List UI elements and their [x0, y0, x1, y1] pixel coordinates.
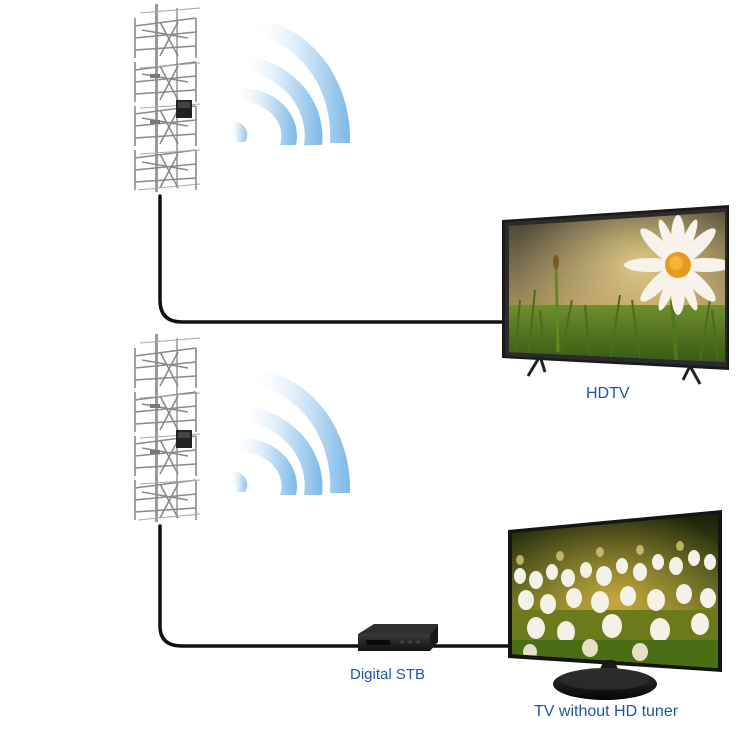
coax-cable [158, 524, 362, 648]
antenna-icon [134, 333, 201, 523]
tv-icon [508, 510, 722, 700]
signal-waves-icon [229, 19, 351, 145]
tv-without-hd-tuner-label: TV without HD tuner [534, 703, 679, 720]
antenna-icon [134, 3, 201, 193]
set-top-box-icon [358, 624, 438, 651]
signal-waves-icon [229, 369, 351, 495]
hdtv-label: HDTV [586, 385, 630, 402]
coax-cable [158, 194, 508, 324]
digital-stb-label: Digital STB [350, 666, 426, 683]
hdtv-icon [502, 205, 729, 385]
